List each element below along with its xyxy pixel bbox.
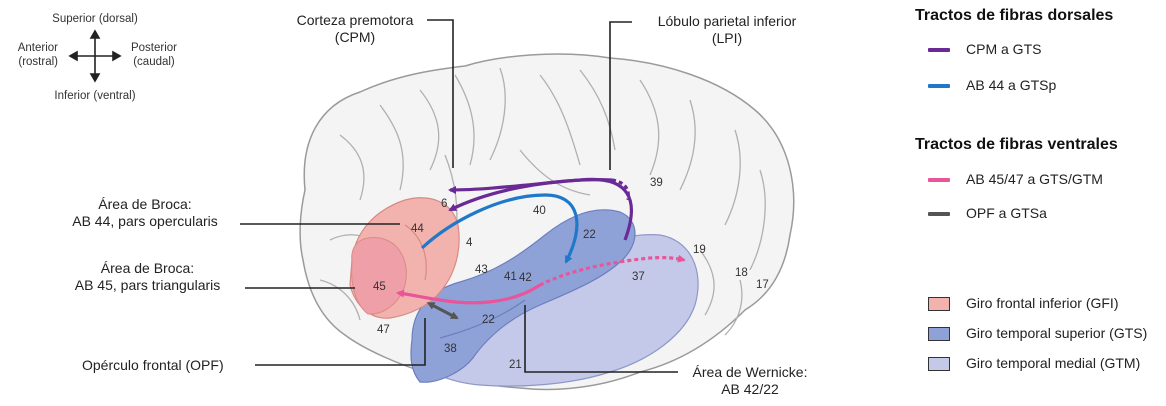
orientation-anterior-sub: (rostral) [0,55,58,69]
orientation-anterior: Anterior (rostral) [0,41,58,69]
area-number: 6 [441,197,447,211]
callout-broca-45: Área de Broca: AB 45, pars triangularis [55,260,240,294]
area-number: 22 [482,313,495,327]
area-number: 39 [650,176,663,190]
legend-box-gtm [928,357,950,371]
legend-swatch-opf-gtsa [928,212,950,216]
callout-cpm-line1: Corteza premotora [285,12,425,29]
legend-ventral-title: Tractos de fibras ventrales [915,136,1118,153]
callout-broca-44-line2: AB 44, pars opercularis [55,213,235,230]
legend-label-gts: Giro temporal superior (GTS) [966,325,1147,342]
callout-lpi: Lóbulo parietal inferior (LPI) [632,13,822,47]
area-number: 43 [475,263,488,277]
area-number: 42 [519,271,532,285]
area-number: 18 [735,266,748,280]
callout-cpm-line2: (CPM) [285,29,425,46]
orientation-anterior-label: Anterior [0,41,58,55]
legend-label-gfi: Giro frontal inferior (GFI) [966,295,1118,312]
orientation-posterior-sub: (caudal) [124,55,184,69]
callout-lpi-line2: (LPI) [632,30,822,47]
callout-cpm: Corteza premotora (CPM) [285,12,425,46]
legend-label-ab44-gtsp: AB 44 a GTSp [966,77,1056,94]
legend-label-opf-gtsa: OPF a GTSa [966,205,1047,222]
callout-wernicke-line1: Área de Wernicke: [680,364,820,381]
callout-broca-45-line1: Área de Broca: [55,260,240,277]
callout-wernicke-line2: AB 42/22 [680,381,820,398]
callout-broca-44: Área de Broca: AB 44, pars opercularis [55,196,235,230]
area-number: 21 [509,358,522,372]
area-number: 47 [377,323,390,337]
area-number: 22 [583,228,596,242]
legend-swatch-ab44-gtsp [928,84,950,88]
legend-box-gfi [928,297,950,311]
area-number: 44 [411,222,424,236]
area-number: 40 [533,204,546,218]
callout-broca-45-line2: AB 45, pars triangularis [55,277,240,294]
callout-lpi-line1: Lóbulo parietal inferior [632,13,822,30]
orientation-superior: Superior (dorsal) [45,12,145,26]
area-number: 19 [693,243,706,257]
legend-box-gts [928,327,950,341]
area-number: 41 [504,270,517,284]
orientation-posterior: Posterior (caudal) [124,41,184,69]
area-number: 37 [632,270,645,284]
orientation-cross [70,31,120,81]
callout-opf: Opérculo frontal (OPF) [82,357,224,374]
area-number: 38 [444,342,457,356]
area-number: 4 [466,236,472,250]
area-number: 17 [756,278,769,292]
orientation-posterior-label: Posterior [124,41,184,55]
callout-broca-44-line1: Área de Broca: [55,196,235,213]
legend-label-cpm-gts: CPM a GTS [966,41,1041,58]
legend-dorsal-title: Tractos de fibras dorsales [915,7,1113,24]
legend-swatch-cpm-gts [928,48,950,52]
callout-wernicke: Área de Wernicke: AB 42/22 [680,364,820,398]
orientation-inferior: Inferior (ventral) [40,89,150,103]
legend-swatch-ab45-gts [928,178,950,182]
legend-label-ab45-gts: AB 45/47 a GTS/GTM [966,171,1103,188]
area-number: 45 [373,280,386,294]
legend-label-gtm: Giro temporal medial (GTM) [966,355,1140,372]
